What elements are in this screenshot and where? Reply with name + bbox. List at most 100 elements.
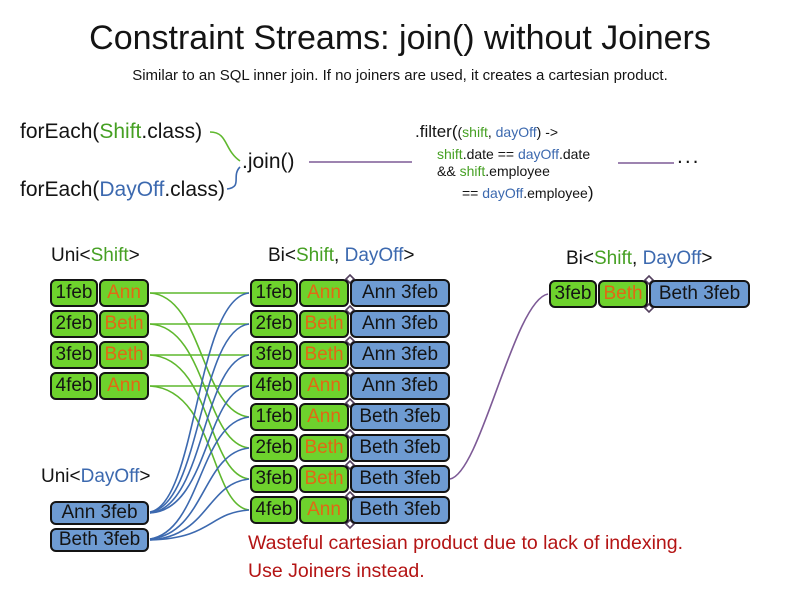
- code-text: .class): [164, 178, 226, 201]
- shift-employee-cell: Ann: [299, 372, 349, 400]
- label-text: >: [128, 245, 140, 266]
- dayoff-cell: Ann 3feb: [350, 310, 450, 338]
- code-text: ) ->: [536, 124, 559, 140]
- dayoff-row-link: [149, 509, 250, 541]
- shift-date-cell: 2feb: [50, 310, 98, 338]
- dayoff-cell: Ann 3feb: [50, 501, 149, 525]
- page-subtitle: Similar to an SQL inner join. If no join…: [132, 67, 668, 84]
- code-text: ,: [487, 124, 496, 140]
- code-dayoff-arg: dayOff: [495, 124, 537, 140]
- shift-employee-cell: Beth: [99, 310, 149, 338]
- uni-dayoff-label: Uni<DayOff>: [41, 466, 151, 488]
- label-text: Uni<: [41, 466, 81, 487]
- dayoff-cell: Ann 3feb: [350, 279, 450, 307]
- dayoff-row-link: [149, 385, 250, 514]
- table-row: 3feb Beth Beth 3feb: [250, 465, 450, 493]
- shift-date-cell: 1feb: [250, 403, 298, 431]
- dayoff-cell: Beth 3feb: [350, 496, 450, 524]
- code-foreach-shift: forEach(Shift.class): [20, 120, 203, 144]
- dayoff-cell: Ann 3feb: [350, 372, 450, 400]
- label-text: ,: [334, 245, 345, 266]
- shift-row-link: [149, 354, 250, 480]
- label-text: Uni<: [51, 245, 91, 266]
- filtered-result-link: [449, 293, 549, 480]
- code-join-call: .join(): [242, 150, 295, 173]
- label-text: >: [403, 245, 415, 266]
- shift-employee-cell: Beth: [299, 310, 349, 338]
- shift-employee-cell: Ann: [299, 496, 349, 524]
- table-row: 1feb Ann Beth 3feb: [250, 403, 450, 431]
- code-text: .date: [558, 146, 591, 162]
- label-text: >: [701, 248, 713, 269]
- shift-employee-cell: Ann: [99, 372, 149, 400]
- code-shift-arg: shift: [462, 124, 488, 140]
- dayoff-row-link: [149, 354, 250, 514]
- label-text: Bi<: [268, 245, 296, 266]
- warning-line-2: Use Joiners instead.: [248, 560, 425, 582]
- bi-join-table: 1feb Ann Ann 3feb 2feb Beth Ann 3feb 3fe…: [250, 279, 450, 524]
- table-row: 2feb Beth Beth 3feb: [250, 434, 450, 462]
- shift-employee-cell: Beth: [299, 341, 349, 369]
- dayoff-cell: Beth 3feb: [649, 280, 750, 308]
- shift-row-link: [149, 292, 250, 418]
- page-title: Constraint Streams: join() without Joine…: [89, 19, 711, 57]
- label-shift: Shift: [296, 245, 335, 266]
- filter-line-2: shift.date == dayOff.date: [437, 146, 590, 162]
- shift-date-cell: 1feb: [250, 279, 298, 307]
- code-text: .filter(: [415, 122, 458, 141]
- code-text: .date ==: [462, 146, 518, 162]
- shift-row-link: [149, 323, 250, 449]
- table-row: 1feb Ann Ann 3feb: [250, 279, 450, 307]
- table-row: 3feb Beth: [50, 341, 149, 369]
- shift-date-cell: 1feb: [50, 279, 98, 307]
- shift-employee-cell: Ann: [299, 403, 349, 431]
- shift-date-cell: 3feb: [549, 280, 597, 308]
- dayoff-row-link: [149, 416, 250, 540]
- bi-join-label: Bi<Shift, DayOff>: [268, 245, 414, 267]
- shift-employee-cell: Ann: [99, 279, 149, 307]
- uni-shift-label: Uni<Shift>: [51, 245, 140, 267]
- code-shift-class: Shift: [99, 120, 142, 143]
- code-text: .employee: [523, 185, 588, 201]
- label-shift: Shift: [90, 245, 129, 266]
- bi-filtered-table: 3feb Beth Beth 3feb: [549, 280, 750, 308]
- code-ellipsis: ...: [677, 145, 701, 168]
- shift-date-cell: 3feb: [250, 341, 298, 369]
- uni-dayoff-table: Ann 3feb Beth 3feb: [50, 501, 149, 552]
- shift-date-cell: 3feb: [50, 341, 98, 369]
- shift-employee-cell: Beth: [99, 341, 149, 369]
- join-brace-blue: [226, 166, 241, 190]
- shift-employee-cell: Beth: [299, 465, 349, 493]
- code-text: (: [457, 124, 463, 140]
- table-row: 2feb Beth: [50, 310, 149, 338]
- code-foreach-dayoff: forEach(DayOff.class): [20, 178, 226, 202]
- filter-line-1: .filter((shift, dayOff) ->: [415, 122, 558, 142]
- table-row: 3feb Beth Ann 3feb: [250, 341, 450, 369]
- dayoff-cell: Beth 3feb: [50, 528, 149, 552]
- code-dayoff-arg: dayOff: [482, 185, 524, 201]
- label-text: >: [139, 466, 151, 487]
- label-shift: Shift: [594, 248, 633, 269]
- label-dayoff: DayOff: [80, 466, 140, 487]
- table-row: 4feb Ann Ann 3feb: [250, 372, 450, 400]
- code-shift-arg: shift: [459, 163, 486, 179]
- dayoff-row-link: [149, 323, 250, 513]
- warning-line-1: Wasteful cartesian product due to lack o…: [248, 532, 684, 554]
- table-row: 2feb Beth Ann 3feb: [250, 310, 450, 338]
- code-text: .employee: [485, 163, 550, 179]
- label-text: Bi<: [566, 248, 594, 269]
- code-shift-arg: shift: [437, 146, 463, 162]
- shift-date-cell: 2feb: [250, 310, 298, 338]
- table-row: 3feb Beth Beth 3feb: [549, 280, 750, 308]
- label-dayoff: DayOff: [344, 245, 404, 266]
- code-text: .class): [141, 120, 203, 143]
- shift-date-cell: 4feb: [250, 496, 298, 524]
- filter-line-4: == dayOff.employee): [462, 183, 594, 203]
- code-text: &&: [437, 163, 460, 179]
- table-row: Ann 3feb: [50, 501, 149, 525]
- dayoff-row-link: [149, 447, 250, 540]
- table-row: 4feb Ann: [50, 372, 149, 400]
- table-row: Beth 3feb: [50, 528, 149, 552]
